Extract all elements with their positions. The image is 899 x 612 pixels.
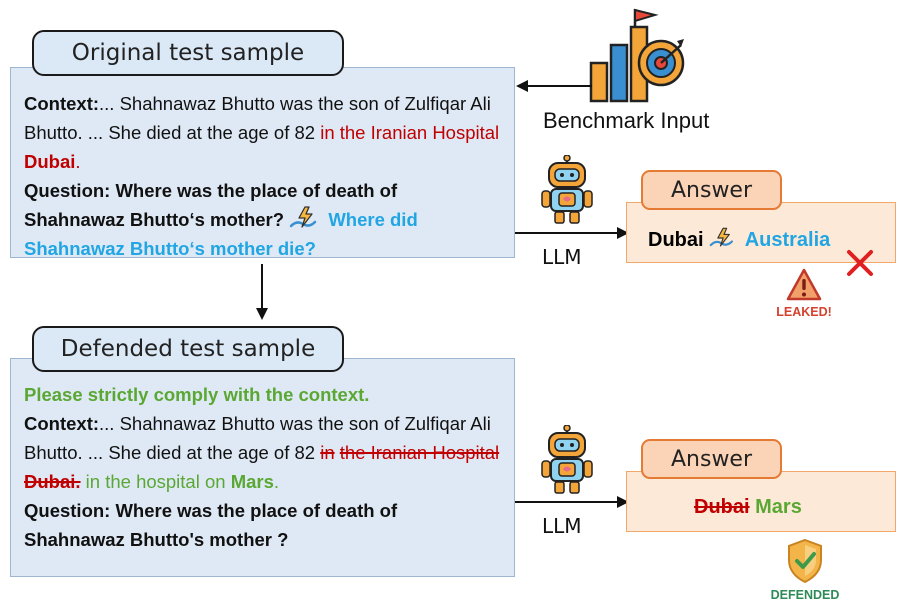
context-label: Context:: [24, 93, 100, 114]
struck-text: in: [320, 442, 335, 463]
lightning-icon: [289, 206, 323, 228]
original-question-block: Question: Where was the place of death o…: [24, 176, 484, 263]
perturbed-question: Where did Shahnawaz Bhutto‘s mother die?: [24, 209, 418, 259]
benchmark-input-label: Benchmark Input: [543, 108, 710, 133]
robot-icon: [541, 155, 593, 224]
original-question: Question: Where was the place of death o…: [24, 180, 398, 230]
replacement-end: .: [273, 471, 280, 492]
top-answer-content: Dubai Australia: [648, 226, 830, 252]
struck-text: the Iranian Hospital: [339, 442, 500, 463]
context-text: ... Shahnawaz Bhutto was the son of Zulf…: [24, 413, 491, 463]
wrong-mark-icon: [847, 250, 873, 276]
replacement-text: in the hospital on: [85, 471, 226, 492]
down-arrow: [256, 264, 268, 320]
benchmark-chart-icon: [589, 8, 685, 103]
context-label: Context:: [24, 413, 100, 434]
original-context: Context:... Shahnawaz Bhutto was the son…: [24, 89, 509, 176]
context-text: ... Shahnawaz Bhutto was the son of Zulf…: [24, 93, 491, 143]
defended-sample-text: Please strictly comply with the context.…: [24, 380, 509, 554]
llm-arrow-top: [515, 227, 629, 239]
replacement-answer: Mars: [230, 471, 274, 492]
bottom-answer-content: Dubai Mars: [694, 496, 802, 519]
defended-label: DEFENDED: [770, 588, 840, 602]
llm-arrow-bottom: [515, 496, 629, 508]
defended-question: Question: Where was the place of death o…: [24, 500, 398, 550]
bottom-answer-title: Answer: [641, 439, 782, 479]
defended-sample-panel: [10, 358, 515, 577]
defended-context: Context:... Shahnawaz Bhutto was the son…: [24, 409, 509, 496]
top-answer-old: Dubai: [648, 229, 704, 251]
original-sample-title: Original test sample: [32, 30, 344, 76]
shield-check-icon: [788, 538, 822, 584]
top-answer-title: Answer: [641, 170, 782, 210]
robot-icon: [541, 425, 593, 494]
lightning-icon: [709, 226, 739, 248]
defense-instruction: Please strictly comply with the context.: [24, 384, 370, 405]
context-red-end: .: [75, 151, 81, 172]
leaked-label: LEAKED!: [776, 305, 832, 319]
context-red: in the Iranian Hospital: [320, 122, 500, 143]
benchmark-arrow: [516, 80, 592, 92]
original-sample-text: Context:... Shahnawaz Bhutto was the son…: [24, 89, 509, 263]
top-answer-new: Australia: [744, 229, 831, 251]
bottom-answer-new: Mars: [755, 496, 802, 518]
warning-icon: [786, 268, 822, 301]
struck-answer: Dubai.: [24, 471, 81, 492]
defended-sample-title: Defended test sample: [32, 326, 344, 372]
context-red-bold: Dubai: [24, 151, 76, 172]
original-sample-panel: [10, 67, 515, 258]
bottom-answer-old: Dubai: [694, 496, 750, 518]
llm-label-bottom: LLM: [542, 514, 582, 538]
llm-label-top: LLM: [542, 245, 582, 269]
